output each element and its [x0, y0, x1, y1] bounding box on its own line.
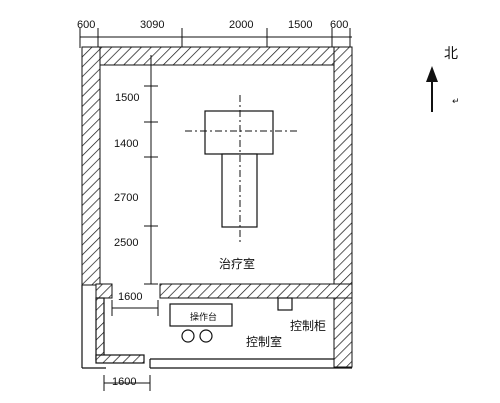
- treatment-machine: [204, 110, 274, 228]
- inner-door-width: 1600: [118, 291, 142, 303]
- maze-wall-left: [95, 297, 105, 361]
- left-dim-2: 1400: [114, 138, 138, 150]
- left-dim-4: 2500: [114, 237, 138, 249]
- console-wheel-left: [181, 329, 195, 343]
- gantry-head: [204, 110, 274, 155]
- wall-left: [81, 46, 101, 286]
- isocenter-crosshair: [185, 95, 300, 245]
- top-dim-4: 1500: [288, 19, 312, 31]
- north-mark: ↵: [452, 97, 460, 107]
- wall-right: [333, 46, 353, 368]
- inner-door-dimension: [111, 300, 159, 316]
- console-label: 操作台: [190, 311, 217, 323]
- top-dim-1: 600: [77, 19, 95, 31]
- console-body: [169, 303, 233, 327]
- control-cabinet-box: [277, 297, 293, 311]
- top-dimension-line: [79, 28, 352, 48]
- wall-top: [81, 46, 353, 66]
- maze-wall-bottom: [95, 354, 145, 364]
- top-dim-2: 3090: [140, 19, 164, 31]
- wall-left-stub: [95, 283, 113, 299]
- top-dim-5: 600: [330, 19, 348, 31]
- control-cabinet-label: 控制柜: [290, 319, 326, 333]
- top-dim-3: 2000: [229, 19, 253, 31]
- wall-bottom-right: [159, 283, 353, 299]
- control-room-label: 控制室: [246, 334, 282, 349]
- room-walls: [81, 46, 353, 368]
- north-label: 北: [444, 46, 458, 62]
- treatment-room-label: 治疗室: [219, 256, 255, 271]
- north-arrow-icon: [426, 66, 438, 112]
- outer-door-width: 1600: [112, 376, 136, 388]
- control-room-walls: [81, 285, 352, 369]
- outer-door-dimension: [103, 375, 151, 391]
- console: [169, 303, 233, 343]
- console-wheel-right: [199, 329, 213, 343]
- left-dimension-line: [144, 55, 158, 285]
- left-dim-3: 2700: [114, 192, 138, 204]
- left-dim-1: 1500: [115, 92, 139, 104]
